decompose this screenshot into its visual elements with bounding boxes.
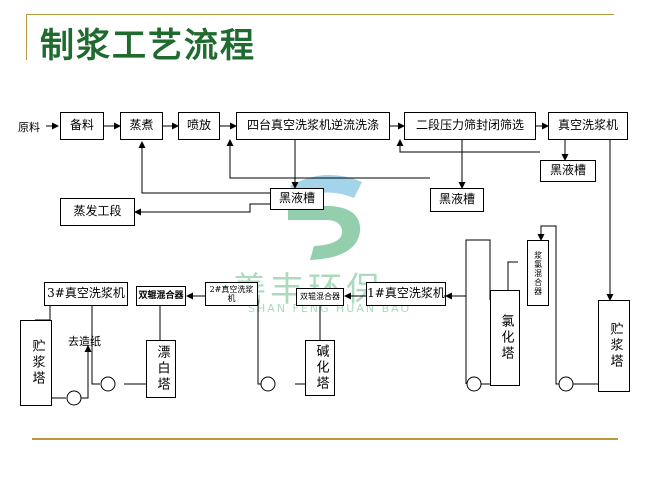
evaporation-box: 蒸发工段 (60, 198, 135, 226)
twin-roll-mixer-2-box: 双辊混合器 (296, 288, 344, 306)
page-title: 制浆工艺流程 (40, 26, 256, 66)
chlorination-tower: 氯化塔 (490, 290, 520, 386)
to-papermaking-label: 去造纸 (68, 335, 101, 348)
black-liquor-tank-3: 黑液槽 (540, 160, 596, 182)
black-liquor-tank-1: 黑液槽 (270, 188, 324, 210)
cooking-box: 蒸煮 (120, 112, 163, 140)
bleaching-tower: 漂白塔 (146, 340, 176, 398)
four-vacuum-washer-box: 四台真空洗浆机逆流洗涤 (236, 112, 390, 140)
pulp-chlorine-mixer: 浆氯混合器 (527, 240, 549, 306)
vacuum-washer-top-box: 真空洗浆机 (548, 112, 628, 140)
black-liquor-tank-2: 黑液槽 (430, 188, 484, 212)
raw-material-label: 原料 (18, 121, 40, 134)
prep-box: 备料 (60, 112, 104, 140)
alkali-tower: 碱化塔 (305, 340, 335, 396)
two-stage-screen-box: 二段压力筛封闭筛选 (404, 112, 536, 140)
top-rule (26, 14, 614, 15)
twin-roll-mixer-box: 双辊混合器 (136, 286, 186, 306)
washer-3-box: 3#真空洗浆机 (44, 282, 128, 306)
washer-1-box: 1#真空洗浆机 (366, 282, 446, 306)
bottom-rule (32, 438, 618, 440)
storage-tower-left: 贮浆塔 (20, 320, 52, 406)
washer-2-box: 2#真空洗浆机 (205, 282, 258, 306)
left-rule (26, 14, 27, 60)
blow-box: 喷放 (178, 112, 220, 140)
storage-tower-right: 贮浆塔 (598, 300, 630, 392)
